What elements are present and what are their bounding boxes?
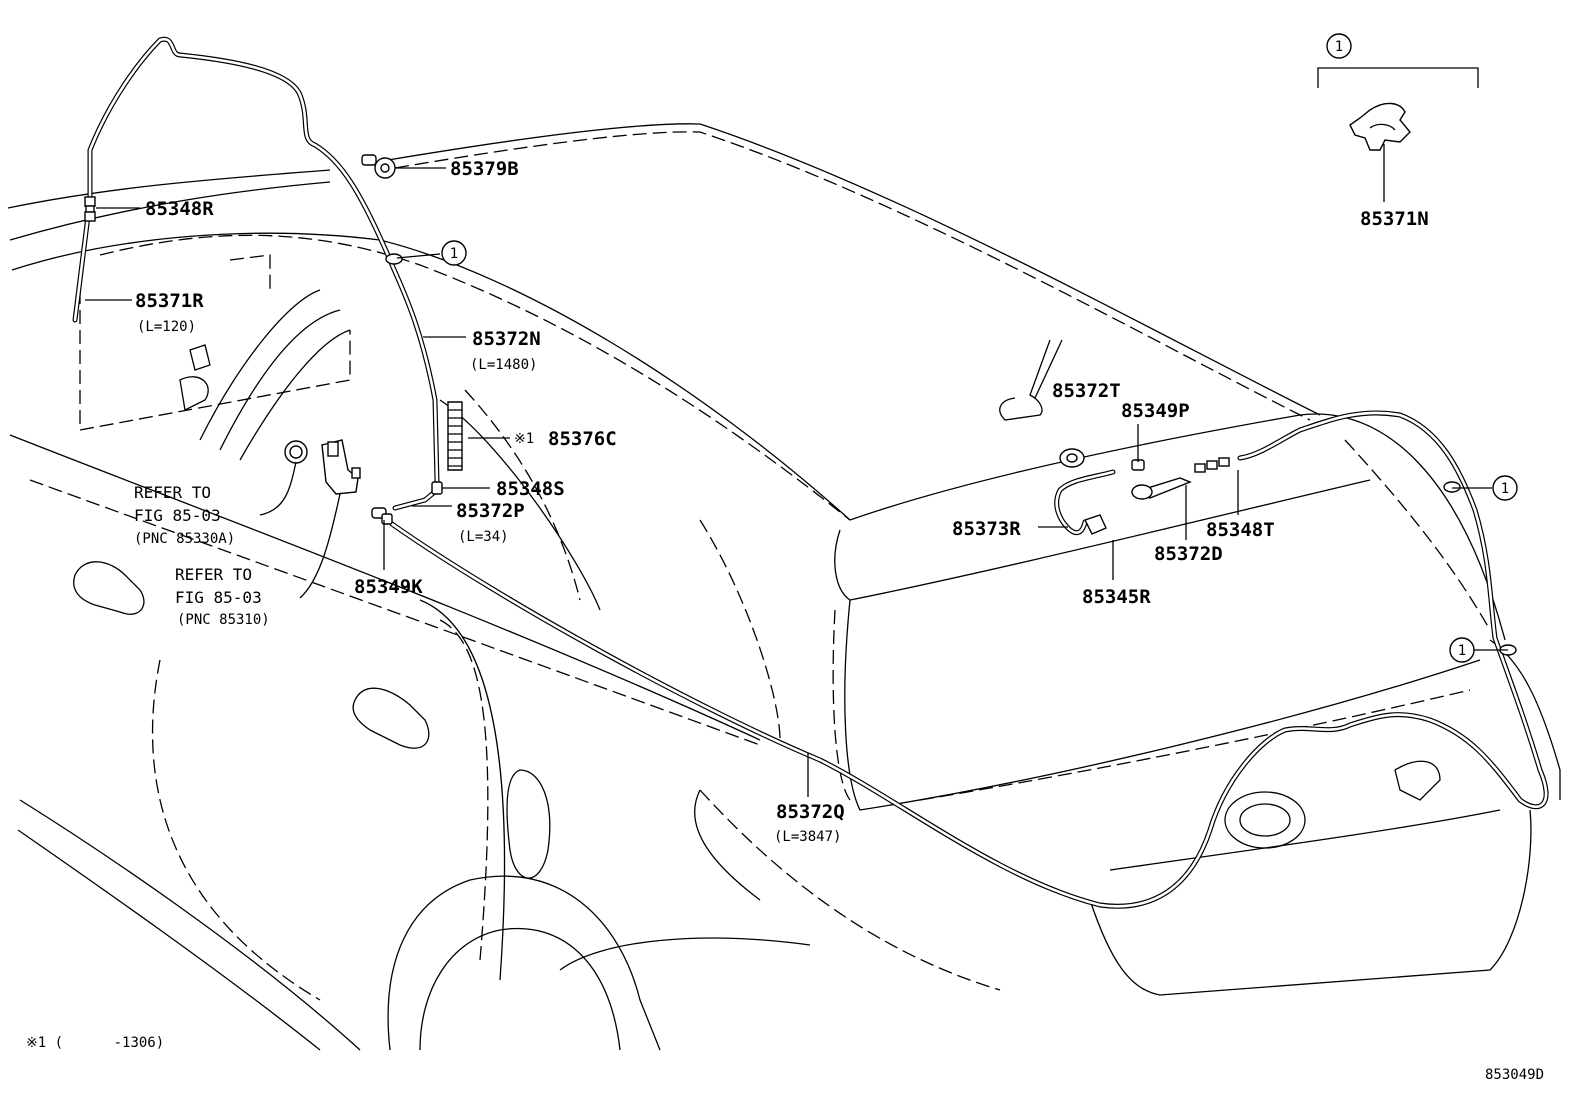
reference-pnc-85330a: REFER TO FIG 85-03 (PNC 85330A) xyxy=(134,483,235,547)
part-glyphs xyxy=(84,102,1517,656)
label-85372N: 85372N xyxy=(472,328,541,350)
label-85349K: 85349K xyxy=(354,576,423,598)
svg-text:REFER TO: REFER TO xyxy=(134,483,211,502)
label-85379B: 85379B xyxy=(450,158,519,180)
label-85372Q-length: (L=3847) xyxy=(774,829,841,845)
svg-text:1: 1 xyxy=(450,246,458,262)
washer-pump-icon xyxy=(321,439,361,495)
joint-85348S-icon xyxy=(431,481,443,495)
svg-text:REFER TO: REFER TO xyxy=(175,565,252,584)
antenna-icon xyxy=(1034,339,1063,399)
label-85372P-length: (L=34) xyxy=(458,529,509,545)
joint-85348R-icon xyxy=(84,196,96,222)
washer-hose-lines xyxy=(72,36,1549,909)
label-85349P: 85349P xyxy=(1121,400,1190,422)
callout-1-lower-right: 1 xyxy=(1449,637,1475,663)
svg-text:FIG 85-03: FIG 85-03 xyxy=(134,506,221,525)
reference-notes: REFER TO FIG 85-03 (PNC 85330A) REFER TO… xyxy=(134,483,270,628)
label-85376C: 85376C xyxy=(548,428,617,450)
vehicle-body-outline xyxy=(7,123,1561,1051)
label-85348T: 85348T xyxy=(1206,519,1275,541)
label-85372D: 85372D xyxy=(1154,543,1223,565)
label-85348R: 85348R xyxy=(145,198,214,220)
callout-1-inset: 1 xyxy=(1326,33,1352,59)
label-85372N-length: (L=1480) xyxy=(470,357,537,373)
joint-85349K-icon xyxy=(371,507,393,525)
svg-text:FIG 85-03: FIG 85-03 xyxy=(175,588,262,607)
part-labels: 85379B 85348R 85371R (L=120) 85372N (L=1… xyxy=(135,158,1429,845)
callout-1-upper: 1 xyxy=(441,240,467,266)
label-85373R: 85373R xyxy=(952,518,1021,540)
leader-lines xyxy=(85,67,1508,797)
svg-text:1: 1 xyxy=(1335,39,1343,55)
label-85372P: 85372P xyxy=(456,500,525,522)
label-85345R: 85345R xyxy=(1082,586,1151,608)
hose-clamps xyxy=(385,253,1517,656)
label-85372T: 85372T xyxy=(1052,380,1121,402)
sleeve-85376C-icon xyxy=(447,401,463,471)
check-valve-85345R-icon xyxy=(1084,514,1107,535)
label-85371R: 85371R xyxy=(135,290,204,312)
joint-85348T-icon xyxy=(1194,457,1230,473)
grommet-85372T-icon xyxy=(1059,448,1085,468)
svg-text:1: 1 xyxy=(1501,481,1509,497)
nozzle-85372D-icon xyxy=(1131,477,1192,500)
svg-text:1: 1 xyxy=(1458,643,1466,659)
label-85376C-mark: ※1 xyxy=(514,431,534,447)
svg-text:(PNC 85330A): (PNC 85330A) xyxy=(134,531,235,547)
diagram-code: 853049D xyxy=(1485,1067,1544,1083)
grommet-85379B-icon xyxy=(361,154,396,179)
grommet-icon xyxy=(284,440,308,464)
footnote: ※1 ( -1306) xyxy=(26,1035,164,1051)
callout-1-right: 1 xyxy=(1492,475,1518,501)
label-85372Q: 85372Q xyxy=(776,801,845,823)
svg-text:(PNC 85310): (PNC 85310) xyxy=(177,612,270,628)
label-85371R-length: (L=120) xyxy=(137,319,196,335)
reference-pnc-85310: REFER TO FIG 85-03 (PNC 85310) xyxy=(175,565,270,628)
hose-clamp-85371N-icon xyxy=(1349,102,1411,151)
callout-circles: 1 1 1 1 xyxy=(441,33,1518,663)
label-85348S: 85348S xyxy=(496,478,565,500)
label-85371N: 85371N xyxy=(1360,208,1429,230)
